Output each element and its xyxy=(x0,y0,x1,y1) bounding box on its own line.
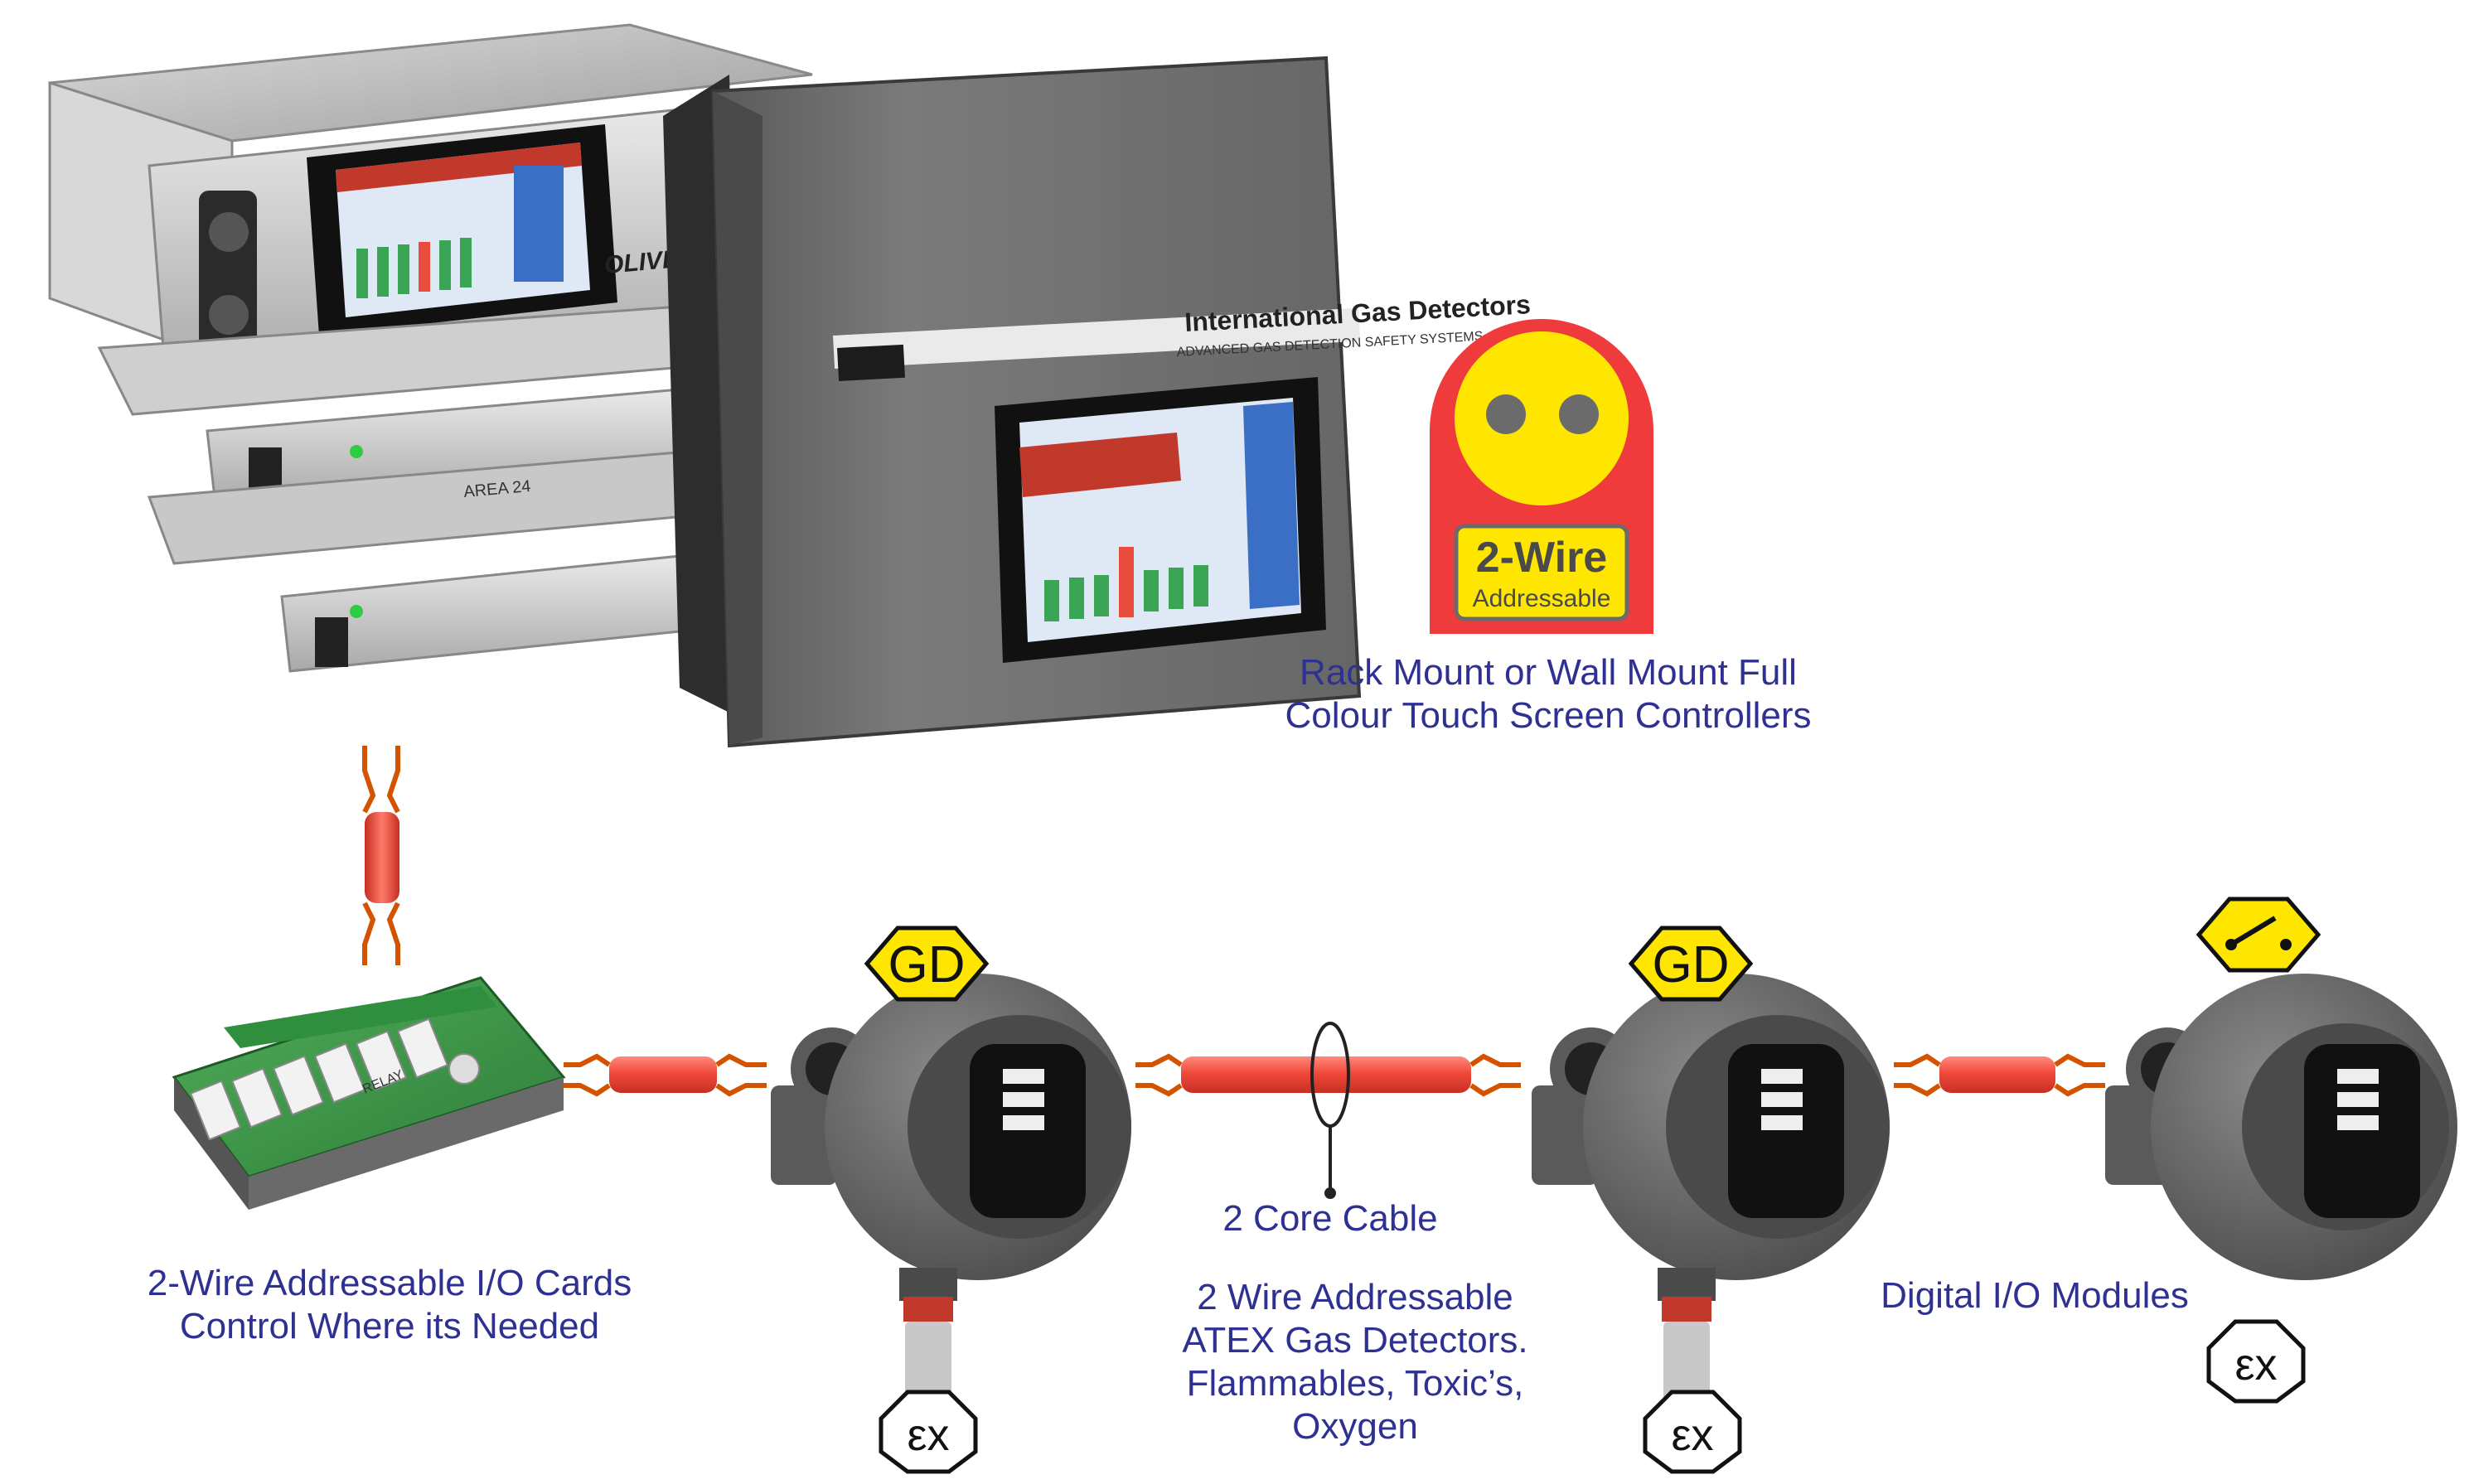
wall-screen-bars xyxy=(1044,547,1208,621)
gd-hazard-icon: GD xyxy=(864,926,990,1002)
caption-io-cards-line1: 2-Wire Addressable I/O Cards xyxy=(148,1263,632,1303)
caption-detectors-line4: Oxygen xyxy=(1292,1406,1418,1447)
caption-detectors-line2: ATEX Gas Detectors. xyxy=(1182,1320,1527,1361)
cable-io-to-detector1 xyxy=(564,1053,767,1097)
ex-atex-icon: εx xyxy=(2206,1319,2306,1404)
rack-mount-controller: OLIVER AREA 24 xyxy=(48,23,813,673)
caption-detectors-line1: 2 Wire Addressable xyxy=(1197,1277,1513,1317)
badge-subtitle: Addressable xyxy=(1473,585,1611,612)
status-led-icon xyxy=(350,605,363,618)
connector-icon xyxy=(209,295,249,335)
cable-detector2-to-digital-io xyxy=(1894,1053,2105,1097)
caption-controllers-line2: Colour Touch Screen Controllers xyxy=(1285,695,1811,736)
io-relay-card: RELAY xyxy=(172,976,566,1210)
rack-io-tier-1 xyxy=(97,305,715,507)
igd-logo-icon xyxy=(836,344,905,381)
gas-detector-2 xyxy=(1532,974,1890,1404)
ex-atex-icon: εx xyxy=(1643,1390,1742,1474)
gd-label: GD xyxy=(1653,936,1730,993)
switch-hazard-icon xyxy=(2195,897,2321,973)
gas-detector-1 xyxy=(771,974,1131,1404)
digital-io-module xyxy=(2105,974,2457,1280)
ex-label: εx xyxy=(2234,1340,2277,1390)
two-wire-addressable-badge-icon: 2-Wire Addressable xyxy=(1430,319,1653,634)
ex-atex-icon: εx xyxy=(879,1390,978,1474)
status-led-icon xyxy=(350,445,363,458)
connector-icon xyxy=(209,212,249,252)
caption-io-cards-line2: Control Where its Needed xyxy=(180,1306,599,1346)
cable-detector1-to-detector2 xyxy=(1135,1022,1521,1199)
caption-controllers-line1: Rack Mount or Wall Mount Full xyxy=(1300,652,1797,693)
badge-title: 2-Wire xyxy=(1476,534,1607,582)
vertical-cable xyxy=(362,746,400,965)
rack-screen-bars xyxy=(356,166,564,298)
ex-label: εx xyxy=(907,1410,949,1460)
caption-cable: 2 Core Cable xyxy=(1222,1198,1437,1239)
gd-label: GD xyxy=(888,936,966,993)
gd-hazard-icon: GD xyxy=(1628,926,1754,1002)
wall-mount-controller: International Gas Detectors ADVANCED GAS… xyxy=(663,56,1532,748)
ex-label: εx xyxy=(1671,1410,1713,1460)
caption-digital-io: Digital I/O Modules xyxy=(1881,1275,2189,1316)
caption-detectors-line3: Flammables, Toxic’s, xyxy=(1187,1363,1524,1404)
